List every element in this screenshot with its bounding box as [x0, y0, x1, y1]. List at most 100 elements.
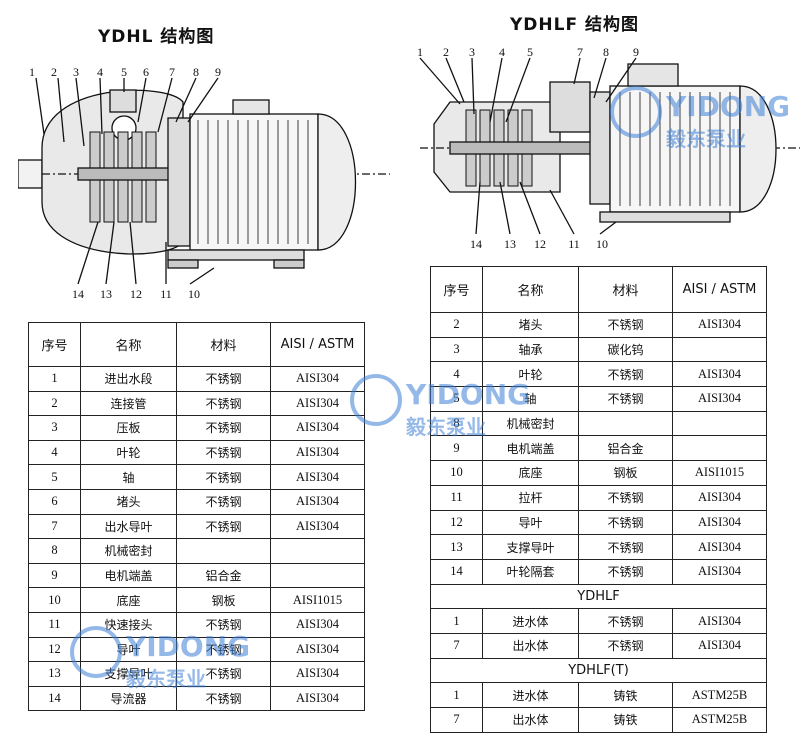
cell-name: 进水体 [482, 682, 579, 708]
cell-name: 底座 [482, 460, 579, 486]
cell-index: 4 [28, 439, 81, 466]
cell-name: 出水体 [482, 632, 579, 659]
callout-label: 5 [121, 65, 127, 79]
callout-label: 10 [188, 287, 200, 301]
cell-index: 1 [430, 682, 483, 708]
callout-label: 7 [169, 65, 175, 79]
cell-index: 9 [430, 435, 483, 462]
cell-name: 出水导叶 [80, 513, 177, 540]
ydhlf-title: YDHLF 结构图 [510, 15, 640, 35]
callout-label: 11 [568, 237, 580, 251]
cell-material: 不锈钢 [578, 484, 673, 511]
callout-label: 14 [470, 237, 482, 251]
header-index: 序号 [430, 266, 483, 313]
cell-standard [672, 410, 767, 437]
ydhlf-structure-diagram: 1 2 3 4 5 7 8 9 14 13 12 11 10 [417, 45, 800, 251]
callout-label: 10 [596, 237, 608, 251]
cell-material: 不锈钢 [578, 632, 673, 659]
cell-name: 支撑导叶 [482, 534, 579, 560]
cell-standard: AISI304 [270, 439, 365, 466]
header-standard: AISI / ASTM [672, 266, 767, 313]
callout-label: 6 [143, 65, 149, 79]
cell-material: 铸铁 [578, 682, 673, 708]
cell-index: 1 [430, 608, 483, 634]
cell-standard [672, 435, 767, 462]
cell-index: 3 [28, 415, 81, 441]
cell-material: 碳化钨 [578, 336, 673, 363]
cell-standard: AISI304 [672, 386, 767, 412]
cell-standard [672, 336, 767, 363]
cell-index: 9 [28, 562, 81, 589]
cell-name: 堵头 [80, 488, 177, 515]
cell-name: 机械密封 [482, 410, 579, 437]
cell-index: 12 [430, 509, 483, 536]
callout-label: 13 [504, 237, 516, 251]
cell-index: 10 [28, 587, 81, 613]
header-material: 材料 [578, 266, 673, 313]
cell-index: 6 [28, 488, 81, 515]
cell-index: 1 [28, 366, 81, 392]
cell-standard: AISI304 [672, 361, 767, 388]
cell-material: 铸铁 [578, 707, 673, 733]
cell-standard: AISI304 [672, 509, 767, 536]
cell-standard: AISI304 [270, 390, 365, 417]
cell-name: 拉杆 [482, 484, 579, 511]
cell-index: 4 [430, 361, 483, 388]
cell-name: 导叶 [80, 636, 177, 663]
callout-label: 11 [160, 287, 172, 301]
cell-standard [270, 562, 365, 589]
cell-standard: AISI304 [672, 484, 767, 511]
callout-label: 14 [72, 287, 84, 301]
cell-index: 8 [430, 410, 483, 437]
header-standard: AISI / ASTM [270, 322, 365, 367]
cell-standard: AISI304 [672, 608, 767, 634]
cell-index: 12 [28, 636, 81, 663]
cell-material: 不锈钢 [176, 611, 271, 638]
cell-index: 8 [28, 538, 81, 564]
callout-label: 1 [417, 45, 423, 59]
cell-standard: AISI304 [270, 636, 365, 663]
cell-name: 进出水段 [80, 366, 177, 392]
cell-name: 轴承 [482, 336, 579, 363]
cell-standard: AISI304 [270, 685, 365, 712]
header-name: 名称 [80, 322, 177, 367]
cell-material: 不锈钢 [176, 685, 271, 712]
cell-material: 不锈钢 [578, 608, 673, 634]
cell-material: 铝合金 [176, 562, 271, 589]
callout-label: 12 [534, 237, 546, 251]
cell-index: 5 [28, 464, 81, 490]
header-name: 名称 [482, 266, 579, 313]
callout-label: 3 [469, 45, 475, 59]
ydhl-title: YDHL 结构图 [98, 27, 215, 47]
cell-material: 铝合金 [578, 435, 673, 462]
cell-index: 5 [430, 386, 483, 412]
callout-label: 8 [603, 45, 609, 59]
callout-label: 7 [577, 45, 583, 59]
table-header-row: 序号 名称 材料 AISI / ASTM [430, 266, 767, 313]
cell-material: 不锈钢 [176, 390, 271, 417]
callout-label: 1 [29, 65, 35, 79]
cell-name: 连接管 [80, 390, 177, 417]
cell-material: 不锈钢 [176, 661, 271, 687]
cell-standard: AISI304 [672, 534, 767, 560]
cell-name: 支撑导叶 [80, 661, 177, 687]
cell-name: 底座 [80, 587, 177, 613]
cell-index: 11 [430, 484, 483, 511]
cell-name: 机械密封 [80, 538, 177, 564]
cell-name: 堵头 [482, 312, 579, 338]
